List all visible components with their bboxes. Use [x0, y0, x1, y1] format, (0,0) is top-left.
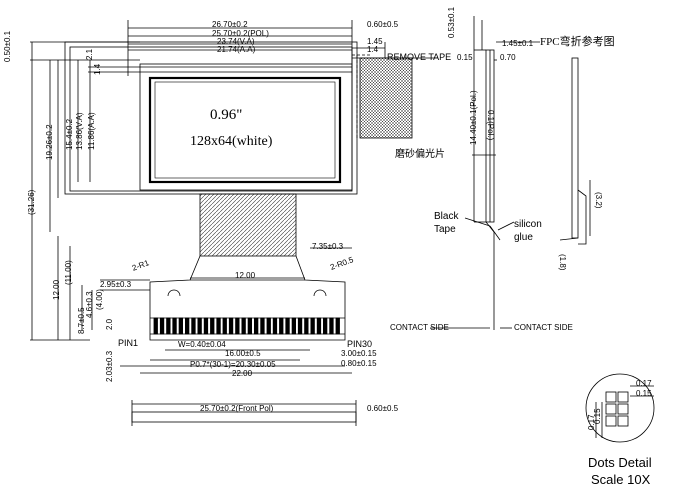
dim-side-thickness: 0.53±0.1 — [447, 6, 456, 38]
display-resolution: 128x64(white) — [190, 134, 273, 149]
dim-stiffener-offset: 2.95±0.3 — [100, 280, 132, 289]
dim-bottom-thickness: 0.60±0.5 — [367, 404, 399, 413]
dots-detail-scale: Scale 10X — [591, 472, 651, 487]
fpc-pin — [216, 317, 221, 335]
pin-holes — [167, 289, 327, 297]
dim-left-pol: 15.4±0.2 — [65, 118, 74, 150]
fpc-pin — [228, 317, 234, 335]
silicon-glue-label: silicon glue — [514, 219, 542, 243]
dot-dim-2: 0.15 — [636, 389, 652, 398]
dim-side-070: 0.70 — [500, 53, 516, 62]
dim-aa-width: 21.74(A.A) — [217, 45, 256, 54]
fpc-pin — [304, 317, 309, 335]
dim-pin-span: 16.00±0.5 — [225, 349, 261, 358]
fpc-pin — [222, 317, 227, 335]
dim-right-2: 1.45 — [367, 37, 383, 46]
fpc-pin — [184, 317, 190, 335]
dim-left-aa: 11.86(A.A) — [87, 112, 96, 150]
lower-dimension-lines — [57, 236, 352, 374]
fpc-pin — [297, 317, 303, 335]
fpc-pin — [279, 317, 284, 335]
dim-va-width: 23.74(V.A) — [217, 37, 255, 46]
fpc-pin — [159, 317, 165, 335]
dim-stiffener-2: 2.0 — [105, 318, 114, 330]
dim-stiffener-4-6: 4.6±0.3 — [85, 291, 94, 318]
dim-side-pol-thick: 0.1(Pol.) — [486, 110, 495, 141]
fpc-pin — [203, 317, 209, 335]
fpc-pin — [329, 317, 334, 335]
fpc-pin — [197, 317, 202, 335]
bottom-view — [131, 400, 357, 426]
pin30-label: PIN30 — [347, 339, 373, 349]
dim-pin-width: W=0.40±0.04 — [178, 340, 226, 349]
fpc-pin — [316, 317, 322, 335]
dim-right-3: 1.4 — [367, 45, 379, 54]
matte-polarizer-label: 磨砂偏光片 — [395, 149, 445, 160]
dim-pin-pitch: P0.7*(30-1)=20.30±0.05 — [190, 360, 276, 369]
dim-pol-width: 25.70±0.2(POL) — [212, 29, 269, 38]
dim-left-1: 0.50±0.1 — [3, 30, 12, 62]
dim-overall-width: 26.70±0.2 — [212, 20, 248, 29]
dots-detail-graphic — [585, 373, 655, 443]
dim-left-panel: 19.26±0.2 — [45, 124, 54, 160]
dot-dim-1: 0.17 — [636, 379, 652, 388]
fpc-pin — [210, 317, 215, 335]
dots-detail-title: Dots Detail — [588, 455, 652, 470]
display-size: 0.96" — [210, 107, 243, 123]
dim-stiffener-8-7: 8.7±0.5 — [77, 307, 86, 334]
top-dimension-lines — [127, 20, 438, 76]
fpc-pin — [253, 317, 259, 335]
dim-left-total: (31.26) — [27, 189, 36, 215]
dim-fpc-offset: 7.35±0.3 — [312, 242, 344, 251]
dot-dim-4: 0.17 — [587, 414, 596, 430]
side-view — [430, 16, 540, 330]
fpc-pin — [266, 317, 271, 335]
dim-pin-end-1: 3.00±0.15 — [341, 349, 377, 358]
dim-side-015: 0.15 — [457, 53, 473, 62]
pin1-label: PIN1 — [118, 338, 139, 348]
dim-contact-height: 2.03±0.3 — [105, 350, 114, 382]
dim-fpc-width: 12.00 — [235, 271, 256, 280]
fpc-pin — [291, 317, 297, 335]
fpc-pin — [172, 317, 177, 335]
fpc-pin — [272, 317, 278, 335]
fpc-pin — [178, 317, 184, 335]
dim-fpc-bend-3-2: (3.2) — [594, 192, 603, 209]
fpc-pin — [260, 317, 265, 335]
dim-left-va: 13.86(V.A) — [75, 112, 84, 150]
black-tape-label: Black Tape — [434, 211, 459, 235]
dim-left-2: 2.1 — [85, 48, 94, 60]
dim-fpc-12: 12.00 — [52, 279, 61, 300]
fpc-pin — [166, 317, 171, 335]
fpc-bend-note: FPC弯折参考图 — [540, 36, 615, 48]
fpc-pin — [310, 317, 315, 335]
left-dimension-lines — [30, 41, 140, 341]
dim-fpc-11: (11.00) — [64, 260, 73, 285]
dim-side-top: 1.45±0.1 — [502, 39, 534, 48]
fpc-pin — [285, 317, 290, 335]
dim-contact-width: 22.00 — [232, 369, 253, 378]
dim-fpc-bend-1-8: (1.8) — [558, 254, 567, 271]
fpc-pins — [153, 317, 340, 335]
fpc-pin — [241, 317, 246, 335]
fpc-pin — [153, 317, 158, 335]
contact-side-label-2: CONTACT SIDE — [514, 323, 573, 332]
dim-stiffener-4: (4.00) — [95, 289, 104, 310]
dim-left-3: 1.4 — [93, 63, 102, 75]
dim-right-top: 0.60±0.5 — [367, 20, 399, 29]
fpc-pin — [191, 317, 196, 335]
fpc-pin — [247, 317, 253, 335]
contact-side-label-1: CONTACT SIDE — [390, 323, 449, 332]
fpc-bend-view — [559, 57, 591, 245]
fpc-pin — [235, 317, 240, 335]
dim-front-pol: 25.70±0.2(Front Pol) — [200, 404, 274, 413]
dim-pin-end-2: 0.80±0.15 — [341, 359, 377, 368]
remove-tape-area — [352, 54, 413, 140]
dim-side-pol-length: 14.40±0.1(Pol.) — [469, 90, 478, 145]
fpc-pin — [322, 317, 328, 335]
remove-tape-label: REMOVE TAPE — [387, 52, 452, 62]
fpc-pin — [335, 317, 340, 335]
